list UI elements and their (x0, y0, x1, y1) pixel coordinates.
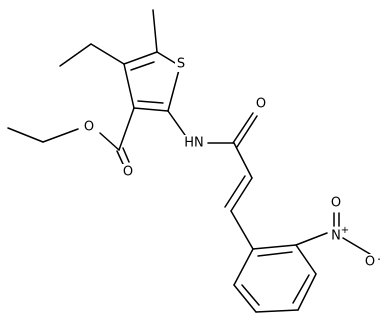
bond-ar-c5-c6 (233, 284, 257, 313)
bond-co-o-b (236, 115, 258, 148)
bond-c3-c4 (123, 63, 135, 109)
atom-amide-nitrogen: HN (184, 136, 204, 151)
bond-c4-c5 (123, 51, 158, 65)
bond-co-alkene (233, 142, 253, 179)
atom-nitro-oxygen-radical-mark: · (377, 253, 381, 267)
bond-ar-nitro-n (295, 232, 328, 246)
bond-c2-nh (167, 110, 186, 136)
bond-ar-c6-c1 (233, 248, 254, 286)
bond-c4-c5-inner (130, 61, 155, 71)
bond-ar-c1-c2 (252, 244, 297, 250)
atom-ester-ether-oxygen: O (84, 120, 94, 135)
bond-alkene-aryl (230, 210, 254, 250)
bond-c2-c3-inner (137, 100, 164, 104)
bond-c4-ethyl-ch2 (90, 43, 125, 65)
atom-nitro-oxygen-radical: O (365, 255, 375, 270)
bond-ethyl-ch2-ch3 (59, 43, 92, 67)
bond-alkene-inner (224, 175, 246, 208)
bond-ar-c3-c4-inner (292, 274, 310, 304)
bond-ar-c2-c3 (295, 244, 317, 275)
bond-nitro-n-o-radical (342, 237, 371, 255)
atom-sulfur: S (177, 57, 185, 72)
bond-alkene (230, 177, 253, 212)
bond-s-c2 (167, 65, 181, 112)
atom-nitro-oxygen-double: O (331, 196, 341, 211)
bond-ester-c-double-o-b (122, 147, 130, 163)
bond-ar-c5-c6-inner (241, 284, 260, 306)
bond-co-o-a (232, 112, 254, 144)
atom-ester-carbonyl-oxygen: O (123, 165, 133, 180)
bond-ester-o-ch2 (42, 128, 79, 143)
bond-ar-c1-c2-inner (257, 251, 293, 257)
bonds (7, 9, 371, 313)
atom-nitro-nitrogen: N (331, 229, 341, 244)
bond-ar-c4-c5 (255, 309, 299, 313)
atom-labels: S HN O O O N + O O · (83, 56, 381, 270)
bond-c2-c3 (133, 107, 169, 112)
atom-nitro-nitrogen-charge: + (341, 225, 349, 236)
bond-ar-c3-c4 (297, 273, 317, 311)
bond-ester-c-o (99, 132, 120, 151)
bond-c5-methyl (152, 9, 158, 53)
bond-c3-ester-c (118, 107, 135, 151)
atom-amide-oxygen: O (256, 97, 266, 112)
bond-ester-c-double-o-a (116, 150, 124, 165)
bond-ester-ch2-ch3 (7, 127, 44, 143)
